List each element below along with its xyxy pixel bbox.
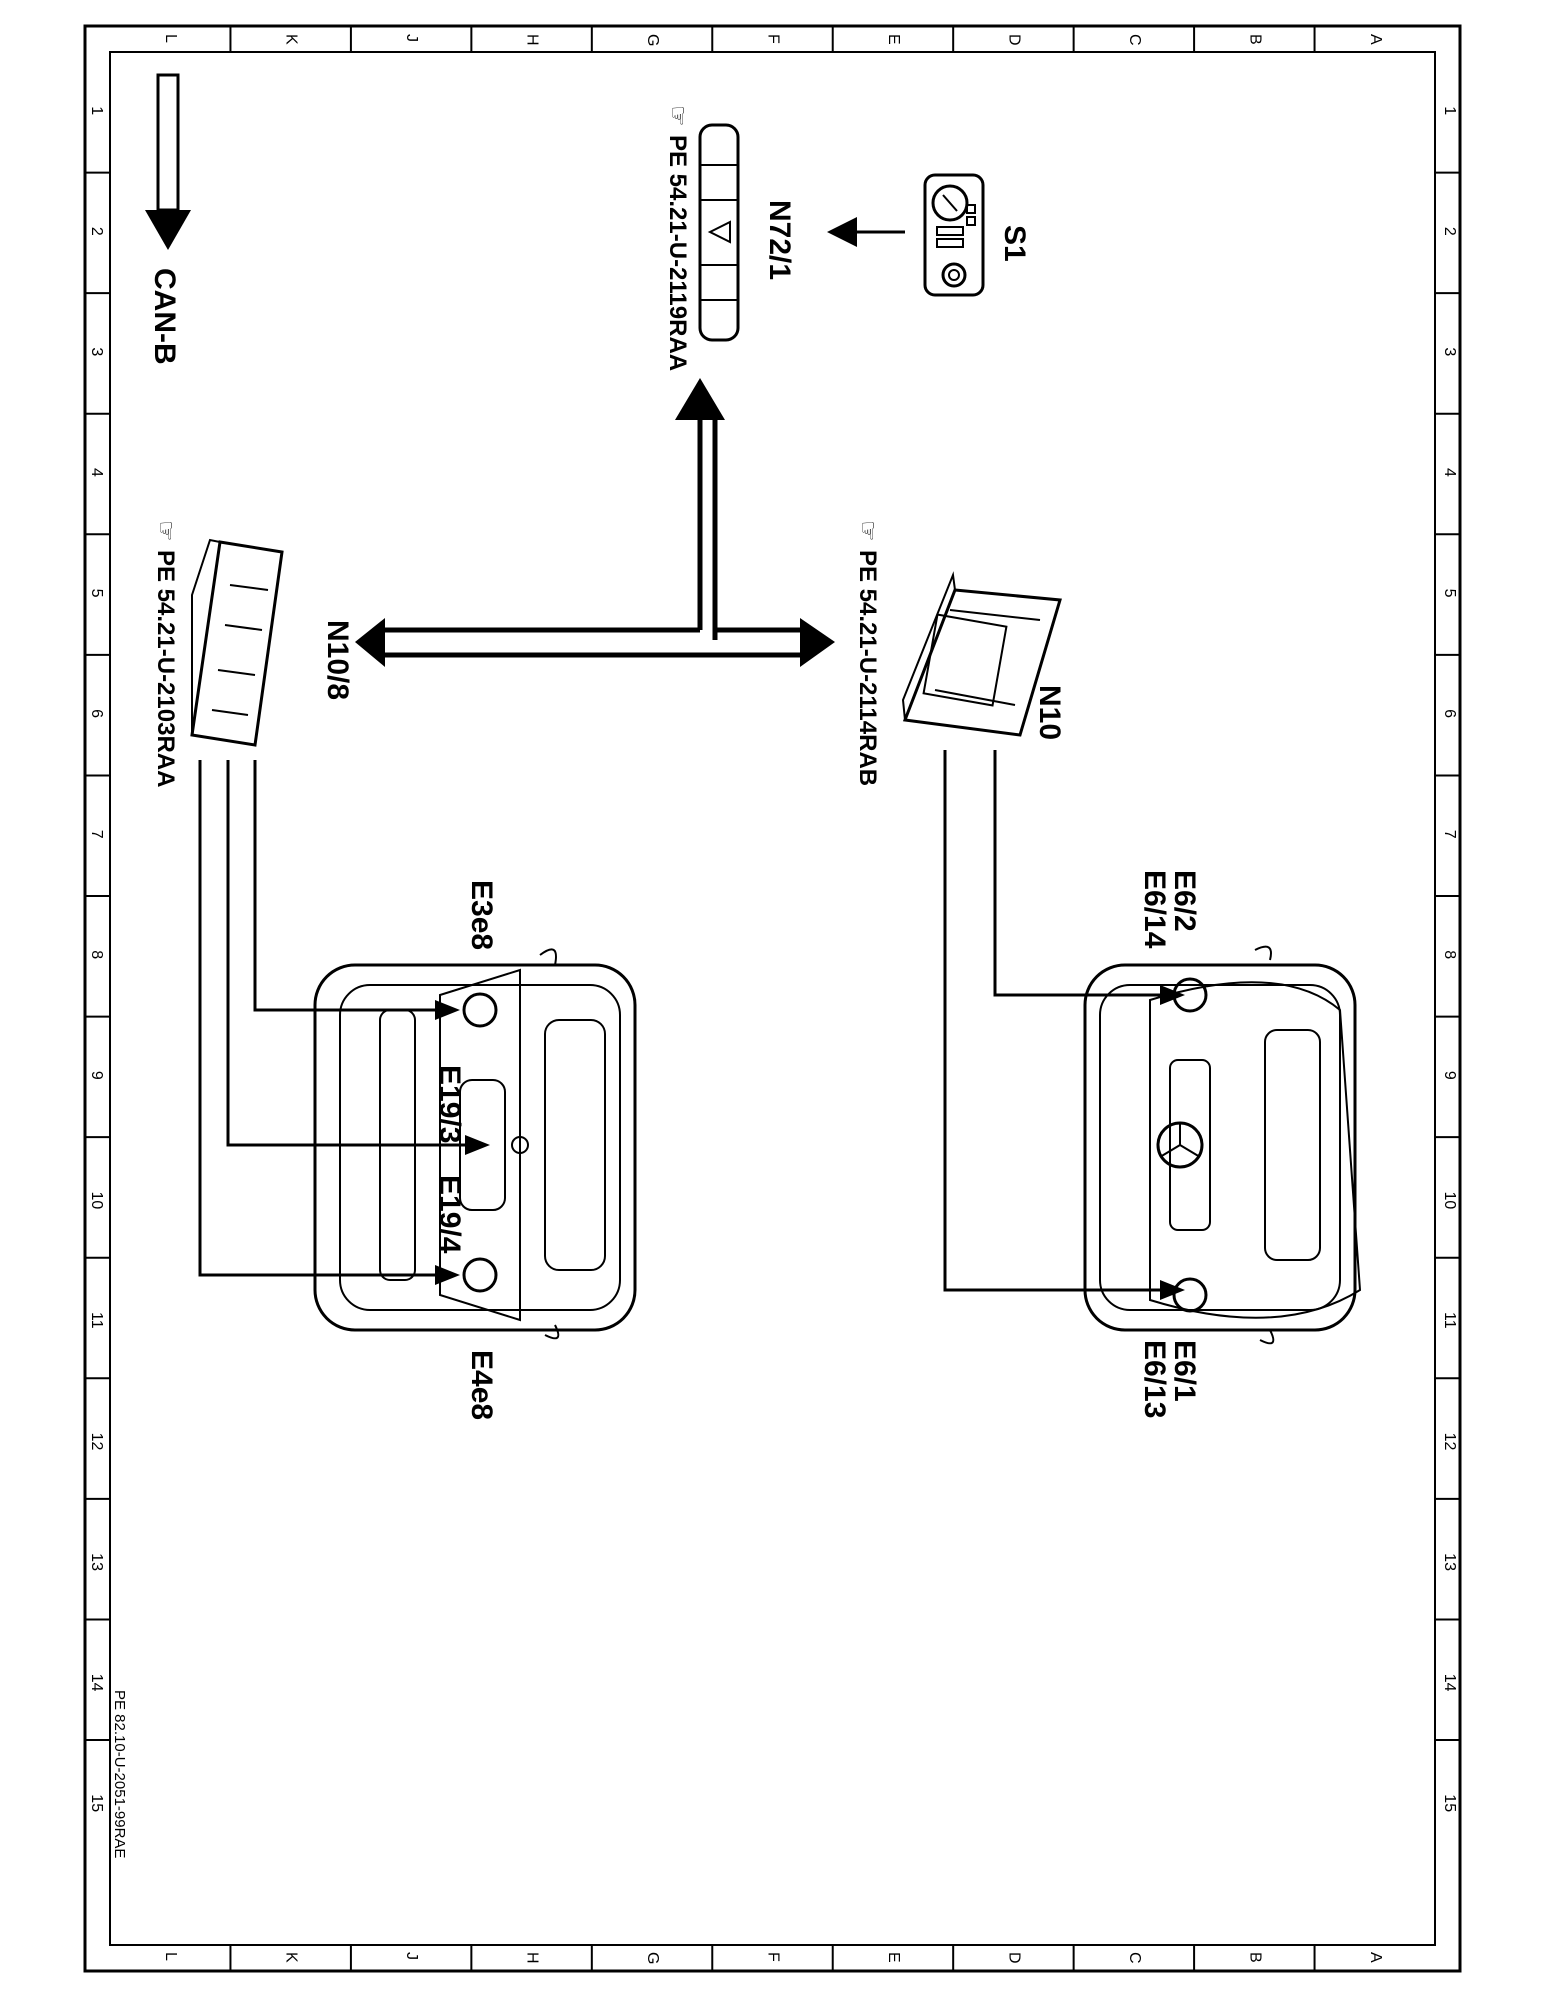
grid-number-11-right: 11 (1441, 1312, 1458, 1329)
can-b-label: CAN-B (148, 268, 181, 365)
grid-number-1-left: 1 (88, 106, 105, 115)
grid-number-13-right: 13 (1441, 1553, 1458, 1571)
grid-letter-h-bottom: H (524, 1952, 541, 1964)
grid-number-13-left: 13 (88, 1553, 105, 1571)
grid-letter-e-top: E (885, 34, 902, 45)
rear-lamp-labels: E3e8 E19/3 E19/4 E4e8 (433, 880, 498, 1420)
grid-letter-a-top: A (1367, 34, 1384, 45)
grid-number-14-right: 14 (1441, 1674, 1458, 1692)
grid-number-9-right: 9 (1441, 1071, 1458, 1080)
grid-letter-d-bottom: D (1005, 1952, 1022, 1964)
grid-number-6-left: 6 (88, 709, 105, 718)
grid-number-12-left: 12 (88, 1433, 105, 1451)
can-b-legend: CAN-B (145, 73, 191, 365)
grid-letter-b-top: B (1246, 34, 1263, 45)
n72-1-label: N72/1 (763, 200, 796, 280)
grid-letter-j-bottom: J (403, 1952, 420, 1960)
n10-8-module (190, 538, 284, 747)
n72-1-ref: ☞ PE 54.21-U-2119RAA (664, 105, 691, 371)
e19-3-label: E19/3 (433, 1065, 466, 1143)
grid-letter-k-bottom: K (283, 1952, 300, 1963)
hand-icon-n10: ☞ (854, 520, 881, 542)
grid-number-10-left: 10 (88, 1191, 105, 1209)
grid-number-15-left: 15 (88, 1794, 105, 1812)
grid-letter-j-top: J (403, 34, 420, 42)
e6-1-label: E6/1 (1168, 1340, 1201, 1402)
n10-label: N10 (1033, 685, 1066, 740)
grid-letter-h-top: H (524, 34, 541, 46)
grid-number-1-right: 1 (1441, 106, 1458, 115)
e6-13-label: E6/13 (1138, 1340, 1171, 1418)
e6-14-label: E6/14 (1138, 870, 1171, 949)
grid-letter-c-top: C (1126, 34, 1143, 46)
grid-letter-e-bottom: E (885, 1952, 902, 1963)
n10-8-wires (198, 760, 490, 1285)
grid-letter-b-bottom: B (1246, 1952, 1263, 1963)
e19-4-label: E19/4 (433, 1175, 466, 1254)
grid-letter-labels: L L K K J J H H G G F F E E D D C C B B A A (162, 34, 1384, 1964)
n10-wires (943, 750, 1185, 1300)
drawing-frame (83, 24, 1462, 1973)
grid-number-6-right: 6 (1441, 709, 1458, 718)
rear-car-view (313, 948, 637, 1340)
grid-letter-g-bottom: G (644, 1952, 661, 1964)
can-bus-lines (355, 378, 835, 667)
grid-letter-d-top: D (1005, 34, 1022, 46)
n10-8-label: N10/8 (321, 620, 354, 700)
grid-number-8-right: 8 (1441, 950, 1458, 959)
grid-number-2-right: 2 (1441, 227, 1458, 236)
hand-icon-n72: ☞ (664, 105, 691, 127)
grid-letter-k-top: K (283, 34, 300, 45)
grid-letter-g-top: G (644, 34, 661, 46)
grid-letter-a-bottom: A (1367, 1952, 1384, 1963)
grid-number-15-right: 15 (1441, 1794, 1458, 1812)
grid-number-12-right: 12 (1441, 1433, 1458, 1451)
grid-number-5-left: 5 (88, 589, 105, 598)
e4e8-label: E4e8 (465, 1350, 498, 1420)
svg-text:PE 54.21-U-2103RAA: PE 54.21-U-2103RAA (152, 550, 179, 787)
grid-number-5-right: 5 (1441, 589, 1458, 598)
front-lamp-labels: E6/2 E6/14 E6/1 E6/13 (1138, 870, 1201, 1418)
grid-number-3-left: 3 (88, 347, 105, 356)
grid-number-4-left: 4 (88, 468, 105, 477)
e3e8-label: E3e8 (465, 880, 498, 950)
grid-letter-f-bottom: F (765, 1952, 782, 1962)
grid-number-7-left: 7 (88, 830, 105, 839)
e6-2-label: E6/2 (1168, 870, 1201, 932)
front-car-view (1083, 945, 1362, 1345)
grid-letter-f-top: F (765, 34, 782, 44)
svg-text:PE 54.21-U-2114RAB: PE 54.21-U-2114RAB (854, 550, 881, 786)
n10-8-ref: ☞ PE 54.21-U-2103RAA (152, 520, 179, 787)
grid-number-4-right: 4 (1441, 468, 1458, 477)
grid-letter-c-bottom: C (1126, 1952, 1143, 1964)
grid-number-3-right: 3 (1441, 347, 1458, 356)
grid-letter-l-bottom: L (162, 1952, 179, 1961)
grid-number-8-left: 8 (88, 950, 105, 959)
n72-1-panel (698, 123, 740, 342)
s1-switch (923, 173, 985, 297)
n10-module (901, 571, 1062, 737)
grid-number-14-left: 14 (88, 1674, 105, 1692)
hand-icon-n10-8: ☞ (152, 520, 179, 542)
n10-ref: ☞ PE 54.21-U-2114RAB (854, 520, 881, 786)
grid-number-7-right: 7 (1441, 830, 1458, 839)
grid-number-10-right: 10 (1441, 1191, 1458, 1209)
footer-code: PE 82.10-U-2051-99RAE (111, 1690, 128, 1858)
grid-number-9-left: 9 (88, 1071, 105, 1080)
grid-number-11-left: 11 (88, 1312, 105, 1329)
s1-label: S1 (998, 225, 1031, 262)
grid-number-2-left: 2 (88, 227, 105, 236)
grid-letter-l-top: L (162, 34, 179, 43)
svg-text:PE 54.21-U-2119RAA: PE 54.21-U-2119RAA (664, 135, 691, 371)
